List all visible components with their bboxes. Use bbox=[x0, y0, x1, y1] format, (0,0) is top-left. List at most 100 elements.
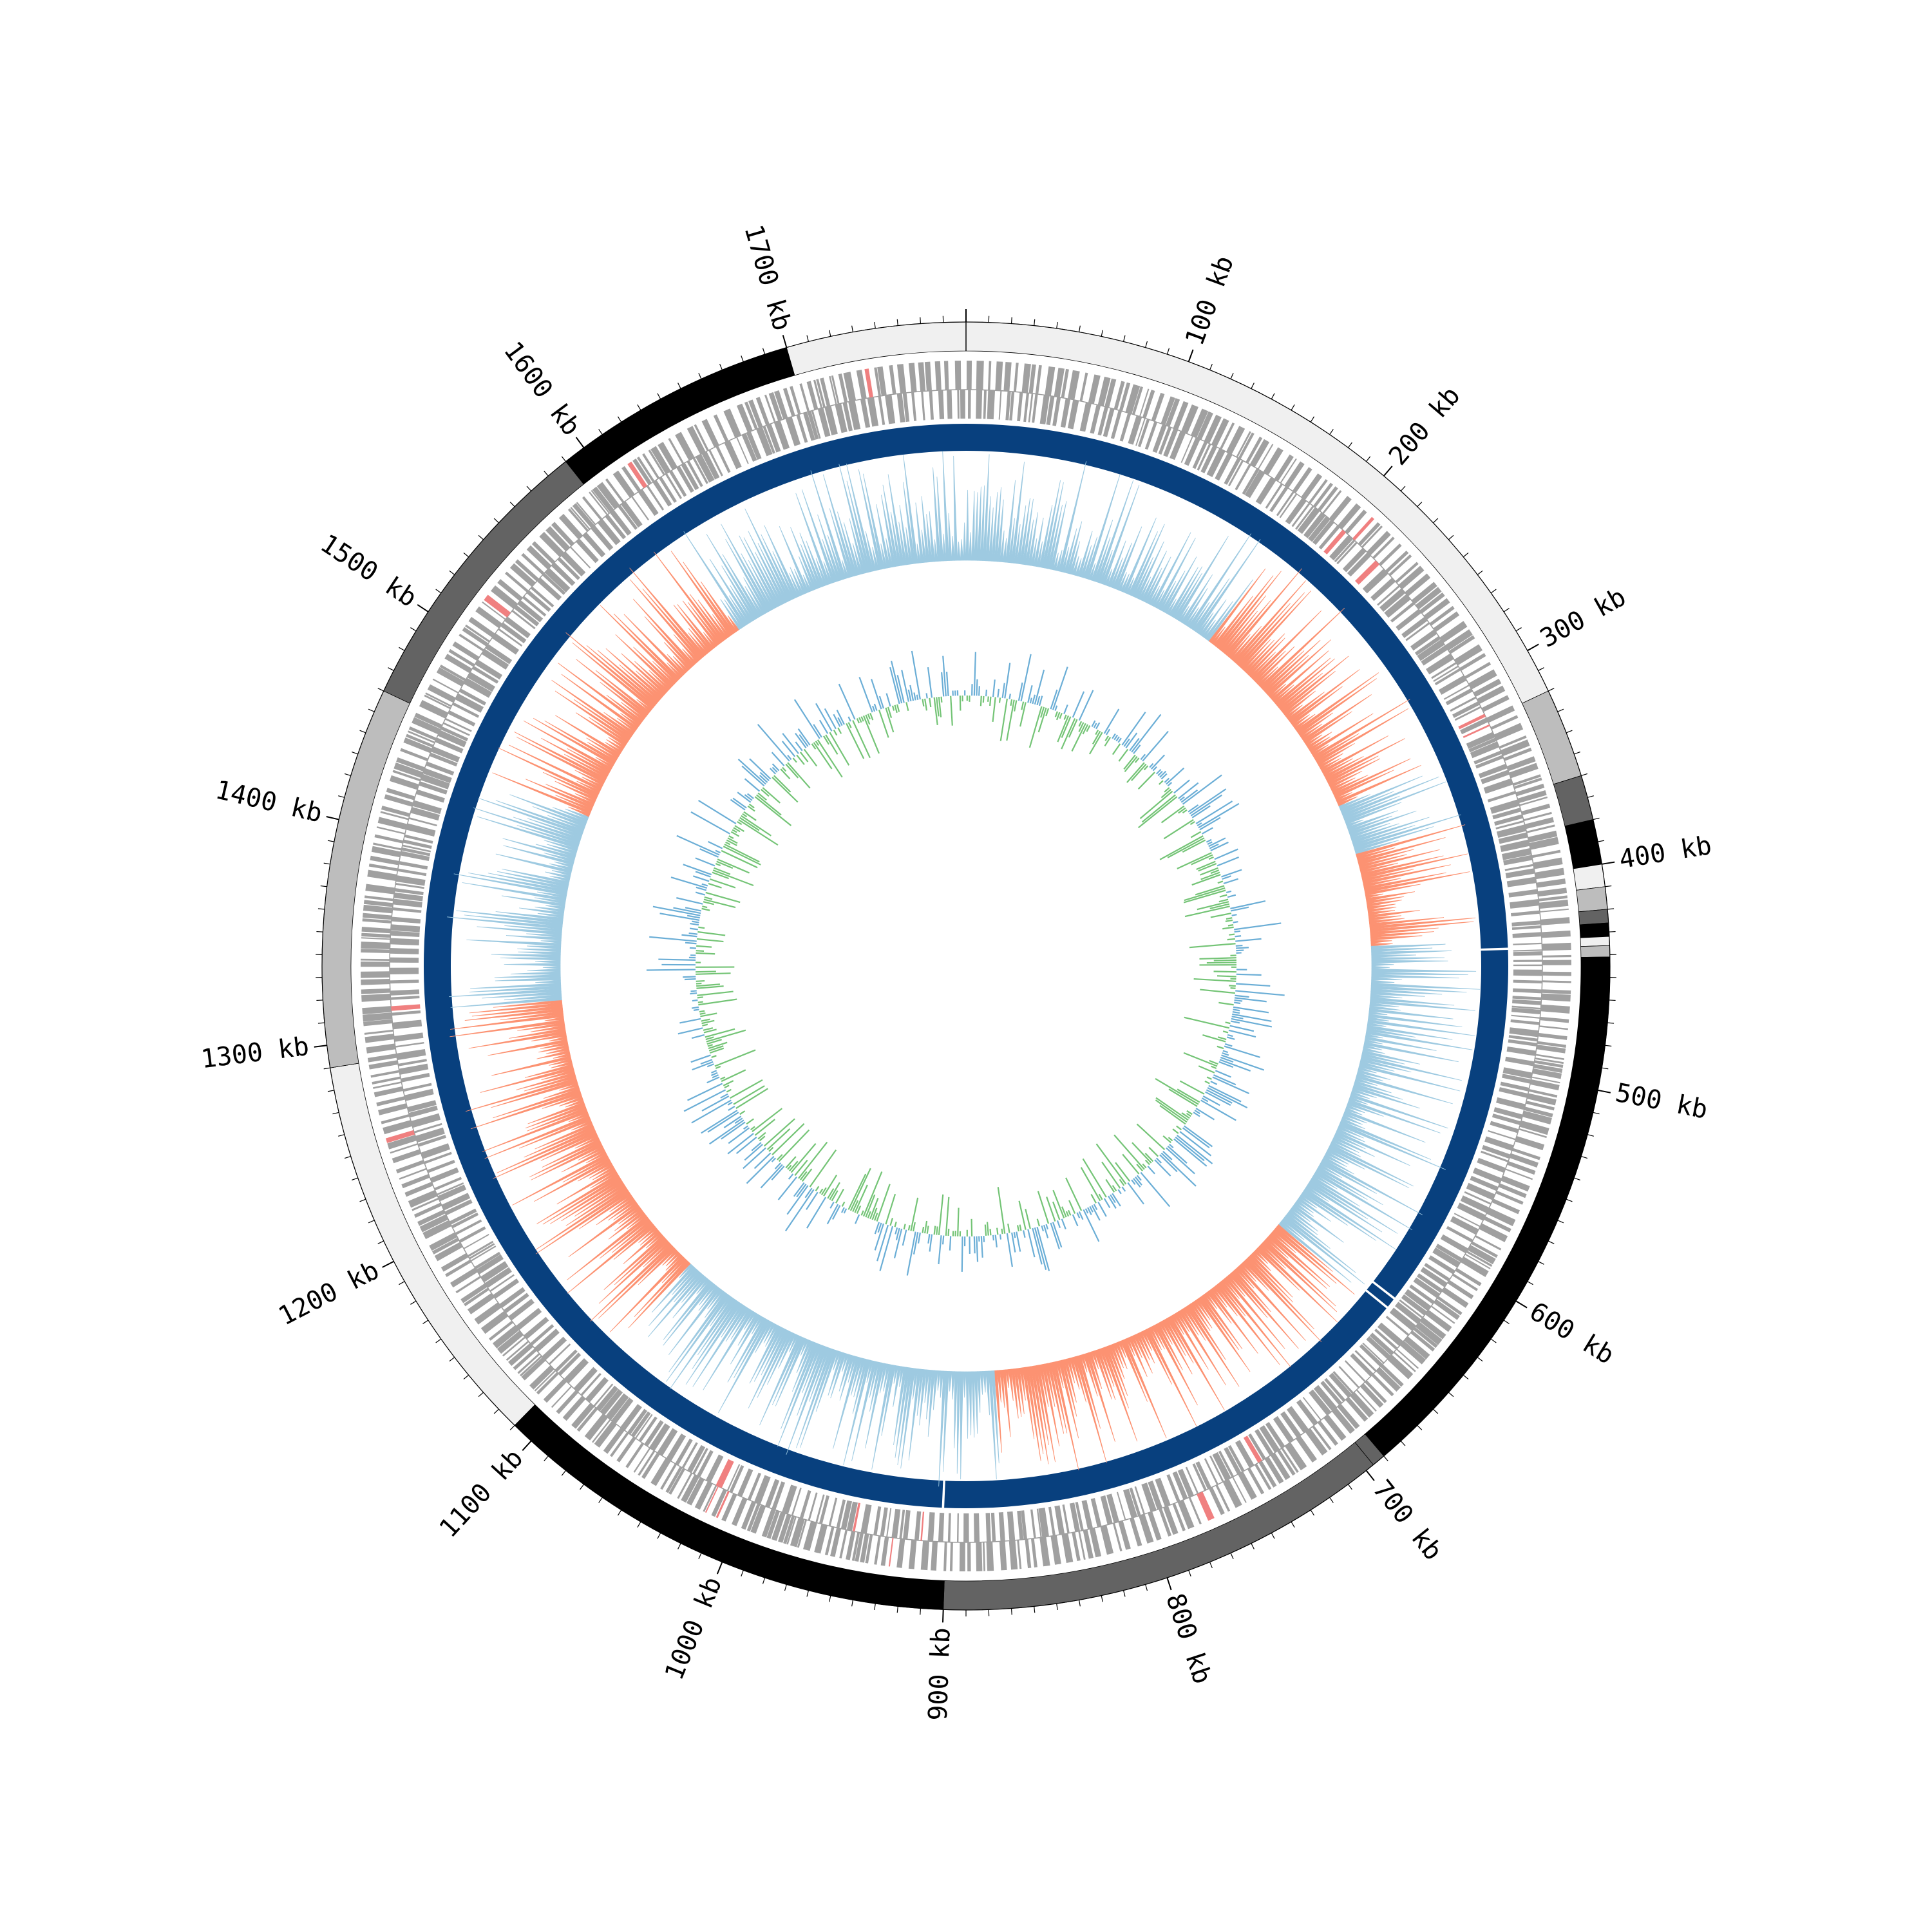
reverse-gene bbox=[1499, 1087, 1528, 1098]
reverse-gene bbox=[1490, 799, 1520, 814]
gc-skew-positive-bar bbox=[846, 463, 874, 573]
forward-gene bbox=[363, 1012, 392, 1022]
reverse-gene bbox=[395, 1042, 424, 1048]
gc-skew-positive-bar bbox=[709, 558, 752, 624]
reverse-gene bbox=[1481, 1150, 1509, 1162]
reverse-gene bbox=[1492, 1113, 1521, 1126]
gc-content-low-bar bbox=[1142, 1163, 1147, 1169]
gc-skew-negative-bar bbox=[1358, 849, 1414, 866]
forward-gene bbox=[1454, 644, 1483, 666]
reverse-gene bbox=[431, 746, 460, 762]
reverse-gene bbox=[1180, 435, 1193, 463]
backbone-segment bbox=[1373, 950, 1508, 1298]
minor-tick bbox=[344, 1155, 351, 1159]
forward-gene bbox=[521, 553, 545, 575]
reverse-gene bbox=[815, 1494, 825, 1523]
gc-skew-positive-bar bbox=[509, 794, 587, 825]
gc-content-high-bar bbox=[1234, 999, 1243, 1002]
minor-tick bbox=[1515, 627, 1522, 632]
forward-gene bbox=[464, 624, 491, 643]
reverse-gene bbox=[542, 573, 566, 595]
gc-skew-negative-bar bbox=[1274, 658, 1331, 706]
reverse-gene bbox=[1384, 594, 1411, 618]
gc-skew-negative-bar bbox=[608, 1211, 645, 1240]
gc-content-low-bar bbox=[703, 1027, 714, 1031]
forward-gene bbox=[491, 585, 518, 609]
gc-skew-positive-bar bbox=[1345, 1104, 1365, 1113]
gc-skew-positive-bar bbox=[1326, 1148, 1365, 1170]
forward-gene bbox=[1083, 1529, 1094, 1559]
reverse-gene bbox=[1483, 778, 1513, 794]
gc-content-low-bar bbox=[862, 1171, 883, 1217]
forward-gene bbox=[1439, 621, 1468, 643]
gc-content-high-bar bbox=[978, 686, 980, 696]
reverse-gene bbox=[1502, 1074, 1531, 1084]
gc-content-high-bar bbox=[886, 693, 891, 707]
minor-tick bbox=[463, 552, 469, 558]
reverse-gene bbox=[1206, 448, 1226, 477]
reverse-gene bbox=[1295, 505, 1314, 530]
forward-gene bbox=[641, 1452, 660, 1479]
gc-skew-negative-bar bbox=[524, 1063, 574, 1078]
gc-skew-positive-bar bbox=[1190, 601, 1210, 630]
forward-gene bbox=[687, 1477, 705, 1506]
gc-skew-positive-bar bbox=[876, 504, 891, 569]
gc-content-low-bar bbox=[787, 762, 811, 789]
gc-skew-positive-bar bbox=[651, 1265, 696, 1313]
minor-tick bbox=[698, 373, 702, 379]
forward-gene bbox=[384, 794, 413, 807]
forward-gene bbox=[814, 1524, 828, 1554]
gc-content-high-bar bbox=[1194, 1110, 1200, 1115]
reverse-gene bbox=[470, 1245, 497, 1262]
minor-tick bbox=[368, 1220, 375, 1224]
forward-gene bbox=[1433, 611, 1460, 632]
gc-content-high-bar bbox=[1206, 838, 1212, 843]
minor-tick bbox=[449, 1357, 455, 1362]
gc-skew-positive-bar bbox=[663, 1280, 712, 1340]
gc-content-low-bar bbox=[823, 1175, 838, 1197]
gc-content-high-bar bbox=[721, 1121, 746, 1140]
gc-content-high-bar bbox=[696, 886, 707, 891]
reverse-gene bbox=[1513, 988, 1542, 994]
reverse-gene bbox=[1401, 1294, 1428, 1316]
forward-gene bbox=[799, 383, 810, 412]
gc-skew-positive-bar bbox=[706, 533, 759, 620]
gc-content-high-bar bbox=[913, 692, 916, 701]
gc-skew-positive-bar bbox=[1320, 1160, 1377, 1194]
forward-gene bbox=[721, 1493, 737, 1522]
gc-skew-positive-bar bbox=[933, 467, 941, 562]
minor-tick bbox=[1417, 1425, 1423, 1430]
gc-content-high-bar bbox=[1173, 779, 1190, 794]
gc-skew-negative-bar bbox=[617, 717, 637, 733]
gc-content-high-bar bbox=[1131, 714, 1162, 753]
gc-content-high-bar bbox=[685, 907, 702, 912]
gc-content-low-bar bbox=[733, 1085, 765, 1105]
gc-skew-negative-bar bbox=[1050, 1361, 1068, 1434]
forward-gene bbox=[551, 522, 574, 547]
gc-skew-negative-bar bbox=[1370, 935, 1423, 941]
gc-content-high-bar bbox=[1235, 944, 1243, 947]
gc-content-low-bar bbox=[782, 766, 787, 772]
reverse-gene bbox=[676, 466, 694, 493]
reverse-gene bbox=[903, 1510, 911, 1540]
gc-skew-positive-bar bbox=[535, 844, 576, 858]
gc-skew-negative-bar bbox=[1213, 1285, 1238, 1316]
gc-skew-positive-bar bbox=[1365, 1036, 1437, 1051]
gc-content-low-bar bbox=[996, 1227, 999, 1235]
forward-gene bbox=[414, 712, 443, 729]
gc-skew-positive-bar bbox=[963, 522, 967, 561]
gc-skew-negative-bar bbox=[1027, 1366, 1044, 1454]
tick-label-700kb: 700 kb bbox=[1367, 1475, 1448, 1566]
gc-content-high-bar bbox=[744, 1144, 763, 1161]
gc-skew-positive-bar bbox=[477, 926, 562, 936]
minor-tick bbox=[410, 627, 417, 632]
gc-skew-negative-bar bbox=[578, 1146, 605, 1160]
minor-tick bbox=[1574, 1177, 1580, 1180]
forward-gene bbox=[361, 933, 391, 938]
gc-content-high-bar bbox=[691, 1099, 732, 1124]
gc-skew-positive-bar bbox=[705, 1290, 726, 1318]
gc-skew-positive-bar bbox=[971, 1371, 975, 1438]
gc-content-high-bar bbox=[1210, 841, 1229, 851]
reverse-gene bbox=[437, 1184, 467, 1202]
minor-tick bbox=[1503, 1320, 1510, 1325]
